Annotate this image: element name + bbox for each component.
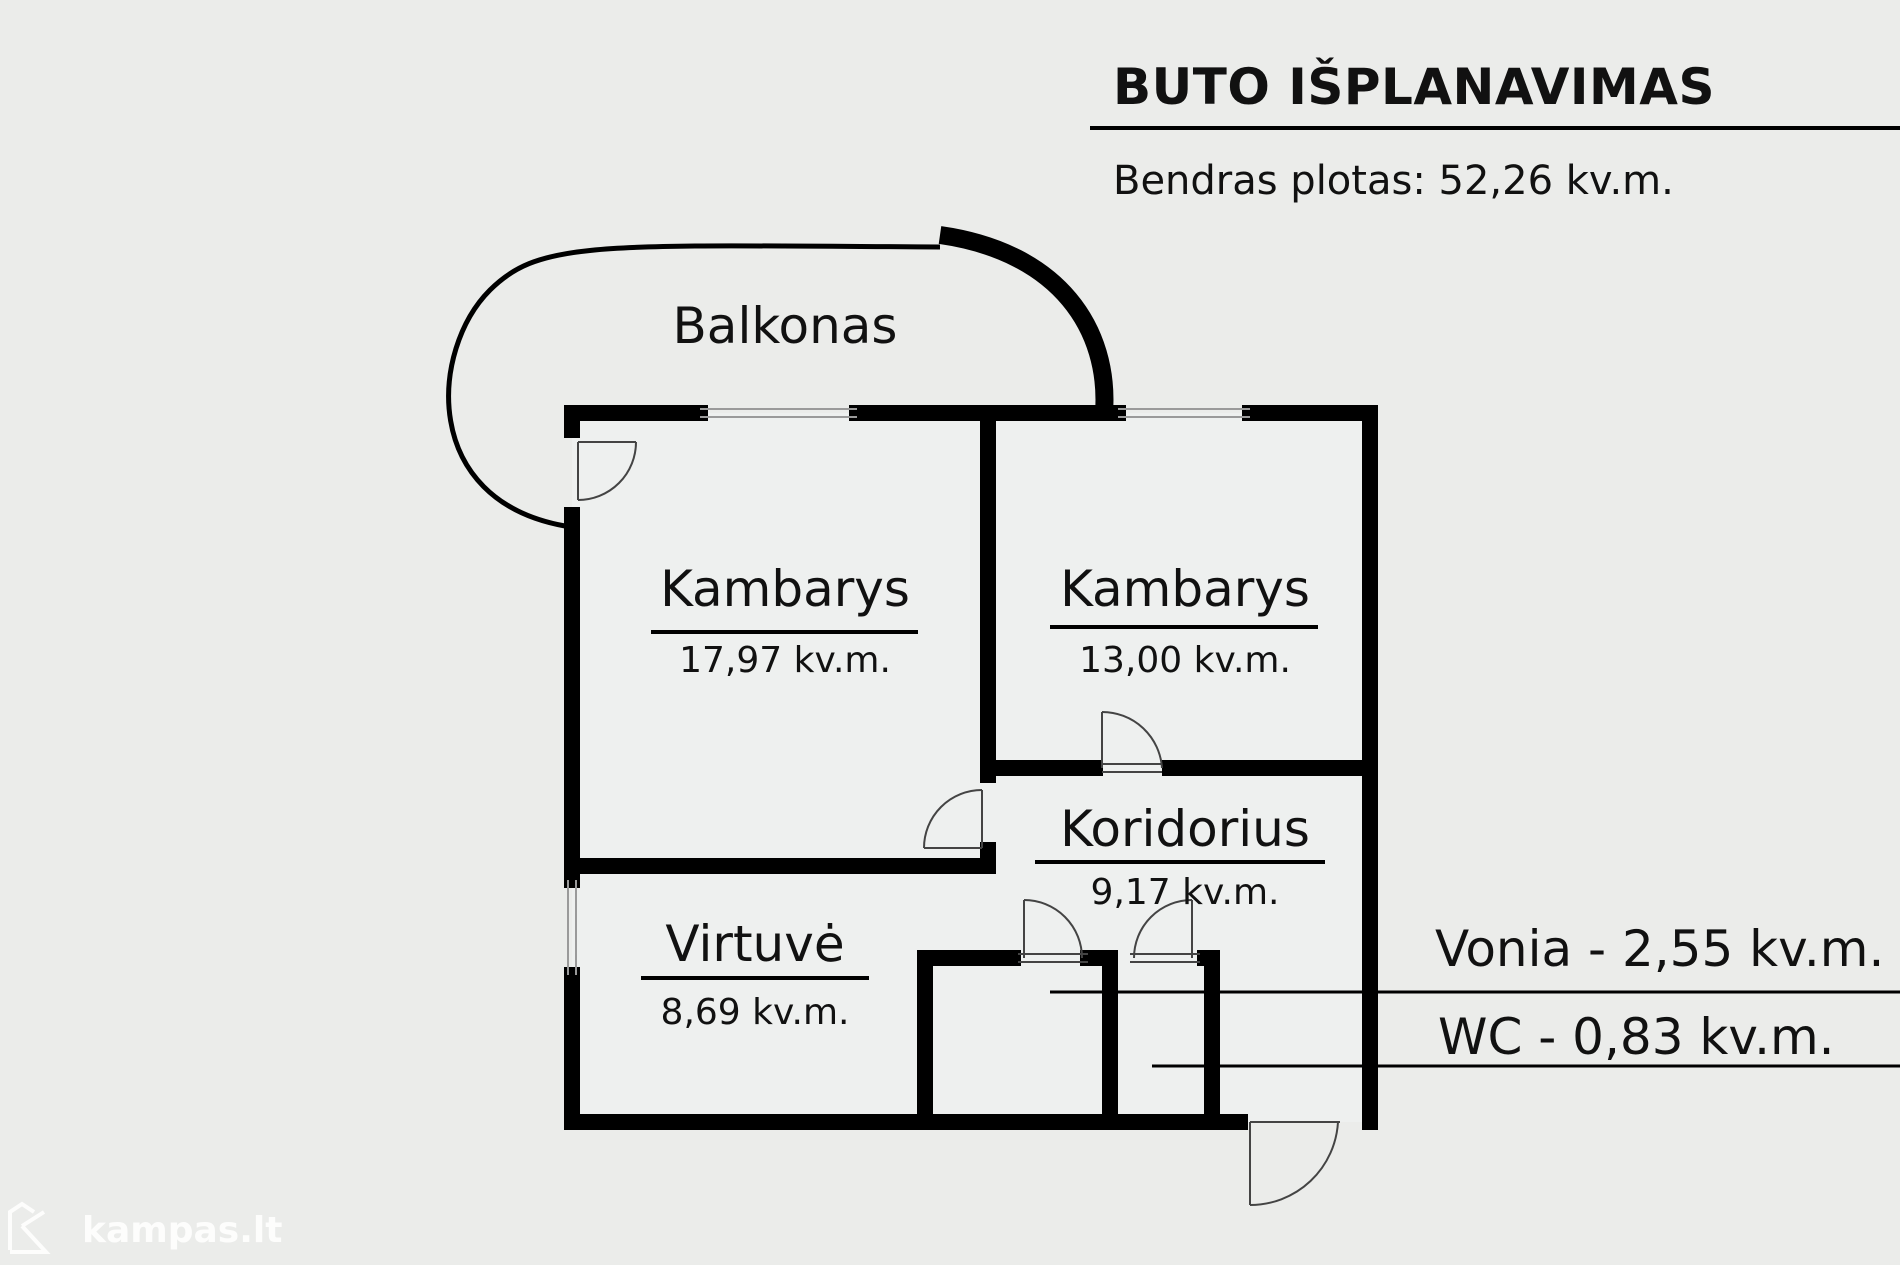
bathroom-callout: Vonia - 2,55 kv.m. <box>1435 920 1885 978</box>
corridor-area: 9,17 kv.m. <box>1090 872 1280 913</box>
corridor-label: Koridorius <box>1060 800 1310 858</box>
windows <box>567 408 1250 975</box>
balcony-outline <box>446 243 941 529</box>
label-underlines <box>641 625 1325 980</box>
total-area-text: Bendras plotas: 52,26 kv.m. <box>1113 158 1674 204</box>
kitchen-area: 8,69 kv.m. <box>660 992 850 1033</box>
wc-callout: WC - 0,83 kv.m. <box>1438 1008 1835 1066</box>
kampas-logo-icon <box>8 1201 51 1254</box>
balcony-wall-arc <box>938 226 1114 414</box>
kitchen-label: Virtuvė <box>665 915 845 973</box>
page-title: BUTO IŠPLANAVIMAS <box>1113 58 1715 116</box>
room1-label: Kambarys <box>660 560 910 618</box>
doors <box>577 441 1340 1207</box>
room2-label: Kambarys <box>1060 560 1310 618</box>
balcony-label: Balkonas <box>672 297 898 355</box>
room2-area: 13,00 kv.m. <box>1079 640 1291 681</box>
room1-area: 17,97 kv.m. <box>679 640 891 681</box>
kampas-watermark: kampas.lt <box>82 1210 283 1251</box>
walls <box>564 405 1378 1130</box>
